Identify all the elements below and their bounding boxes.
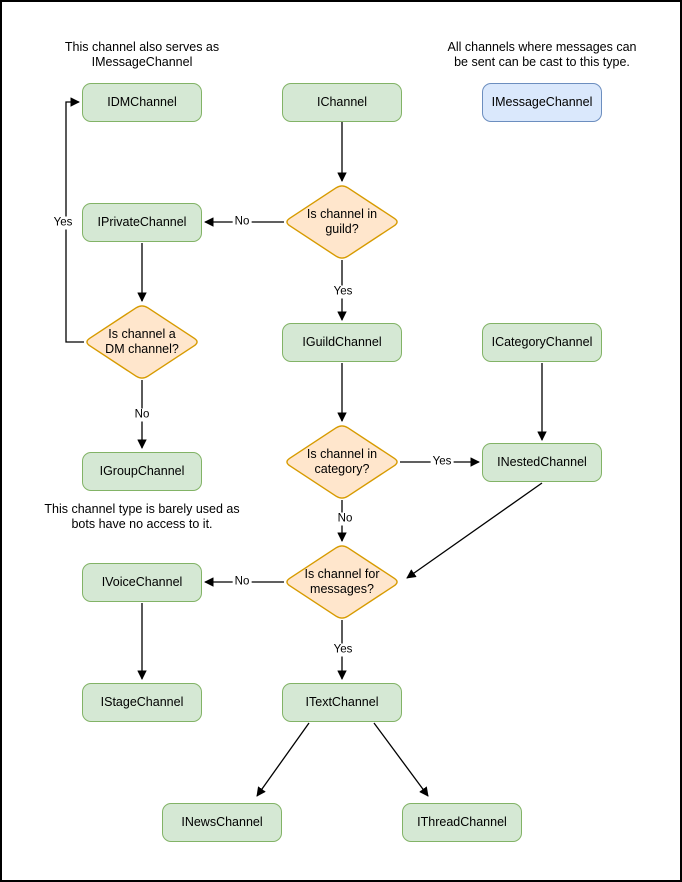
edge-itextchannel-to-inewschannel [256, 722, 310, 797]
decision-is-dm-channel-shape [86, 305, 198, 379]
node-istagechannel: IStageChannel [82, 683, 202, 722]
note-group-channel-barely-used: This channel type is barely used as bots… [12, 502, 272, 532]
edge-label-dm-yes: Yes [51, 216, 75, 230]
edge-itextchannel-to-ithreadchannel [373, 722, 429, 797]
edge-label-messages-yes: Yes [331, 643, 355, 657]
node-inewschannel: INewsChannel [162, 803, 282, 842]
decision-is-channel-in-guild-label: Is channel in guild? [284, 207, 400, 237]
node-label: IPrivateChannel [97, 215, 187, 230]
edge-inestedchannel-to-messages-decision [406, 482, 543, 579]
node-label: IDMChannel [107, 95, 177, 110]
node-igroupchannel: IGroupChannel [82, 452, 202, 491]
edge-label-dm-no: No [132, 408, 152, 422]
edge-label-guild-no: No [232, 215, 252, 229]
decision-is-dm-channel-label: Is channel a DM channel? [84, 327, 200, 357]
edge-label-messages-no: No [232, 575, 252, 589]
note-messages-cast-to-type: All channels where messages can be sent … [422, 40, 662, 70]
note-dm-serves-as-imessagechannel: This channel also serves as IMessageChan… [32, 40, 252, 70]
node-label: IThreadChannel [417, 815, 507, 830]
note-line: IMessageChannel [91, 55, 193, 69]
node-ithreadchannel: IThreadChannel [402, 803, 522, 842]
decision-line: category? [314, 462, 370, 476]
node-inestedchannel: INestedChannel [482, 443, 602, 482]
decision-line: Is channel in [306, 207, 378, 221]
node-iprivatechannel: IPrivateChannel [82, 203, 202, 242]
note-line: All channels where messages can [447, 40, 637, 54]
node-label: IVoiceChannel [101, 575, 183, 590]
node-itextchannel: ITextChannel [282, 683, 402, 722]
node-ivoicechannel: IVoiceChannel [82, 563, 202, 602]
decision-is-channel-in-category-label: Is channel in category? [284, 447, 400, 477]
decision-line: Is channel a [108, 327, 176, 341]
node-label: ITextChannel [305, 695, 379, 710]
decision-line: messages? [310, 582, 374, 596]
note-line: bots have no access to it. [71, 517, 213, 531]
note-line: This channel also serves as [64, 40, 220, 54]
node-label: INestedChannel [497, 455, 587, 470]
node-label: IChannel [316, 95, 368, 110]
decision-line: guild? [325, 222, 359, 236]
decision-line: Is channel for [304, 567, 380, 581]
decision-is-channel-for-messages-label: Is channel for messages? [284, 567, 400, 597]
node-icategorychannel: ICategoryChannel [482, 323, 602, 362]
node-label: IStageChannel [100, 695, 184, 710]
note-line: be sent can be cast to this type. [454, 55, 630, 69]
decision-is-channel-in-guild-shape [286, 185, 398, 259]
decision-line: DM channel? [105, 342, 179, 356]
node-idmchannel: IDMChannel [82, 83, 202, 122]
node-label: IMessageChannel [491, 95, 593, 110]
node-label: IGroupChannel [99, 464, 185, 479]
node-ichannel: IChannel [282, 83, 402, 122]
decision-is-channel-in-category-shape [286, 425, 398, 499]
node-label: ICategoryChannel [491, 335, 593, 350]
node-label: IGuildChannel [302, 335, 382, 350]
node-label: INewsChannel [181, 815, 263, 830]
node-imessagechannel: IMessageChannel [482, 83, 602, 122]
node-iguildchannel: IGuildChannel [282, 323, 402, 362]
decision-line: Is channel in [306, 447, 378, 461]
note-line: This channel type is barely used as [44, 502, 240, 516]
decision-is-channel-for-messages-shape [286, 545, 398, 619]
edge-label-category-yes: Yes [430, 455, 454, 469]
edge-label-guild-yes: Yes [331, 285, 355, 299]
edge-label-category-no: No [335, 512, 355, 526]
